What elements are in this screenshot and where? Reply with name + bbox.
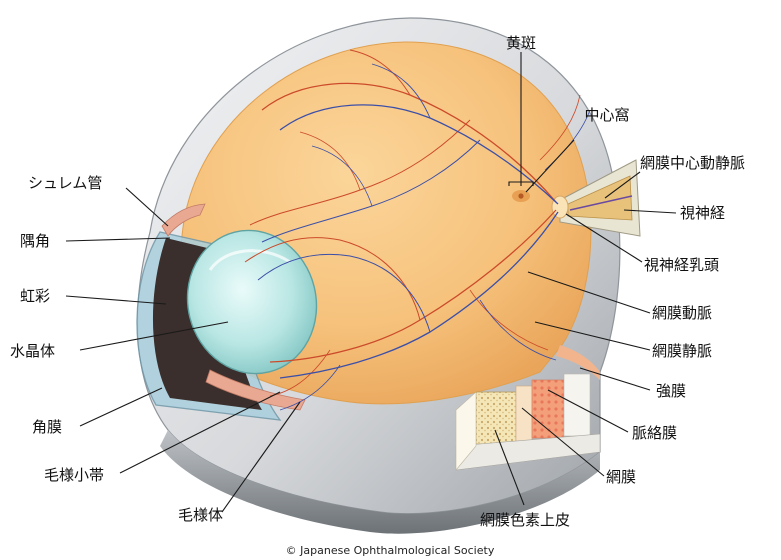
label-fovea: 中心窩 bbox=[584, 106, 629, 124]
label-macula: 黄斑 bbox=[506, 34, 536, 52]
label-lens: 水晶体 bbox=[10, 342, 55, 360]
label-rpe: 網膜色素上皮 bbox=[480, 511, 570, 529]
rpe-block bbox=[476, 392, 516, 444]
label-sclera: 強膜 bbox=[656, 382, 686, 400]
fovea bbox=[518, 193, 523, 198]
label-cornea: 角膜 bbox=[32, 418, 62, 436]
label-retinal-artery: 網膜動脈 bbox=[652, 304, 712, 322]
label-retina: 網膜 bbox=[606, 468, 636, 486]
label-choroid: 脈絡膜 bbox=[632, 424, 677, 442]
label-ciliary-body: 毛様体 bbox=[178, 506, 223, 524]
eyeball bbox=[137, 18, 640, 534]
label-optic-disc: 視神経乳頭 bbox=[644, 256, 719, 274]
label-retinal-vein: 網膜静脈 bbox=[652, 342, 712, 360]
label-zonule: 毛様小帯 bbox=[44, 466, 104, 484]
leader-cornea bbox=[80, 388, 162, 426]
label-iris: 虹彩 bbox=[20, 287, 50, 305]
credit-text: © Japanese Ophthalmological Society bbox=[286, 544, 495, 557]
label-schlemm-canal: シュレム管 bbox=[28, 174, 102, 192]
label-angle: 隅角 bbox=[20, 232, 50, 250]
label-optic-nerve: 視神経 bbox=[680, 204, 725, 222]
label-central-retinal-vessels: 網膜中心動静脈 bbox=[640, 154, 745, 172]
